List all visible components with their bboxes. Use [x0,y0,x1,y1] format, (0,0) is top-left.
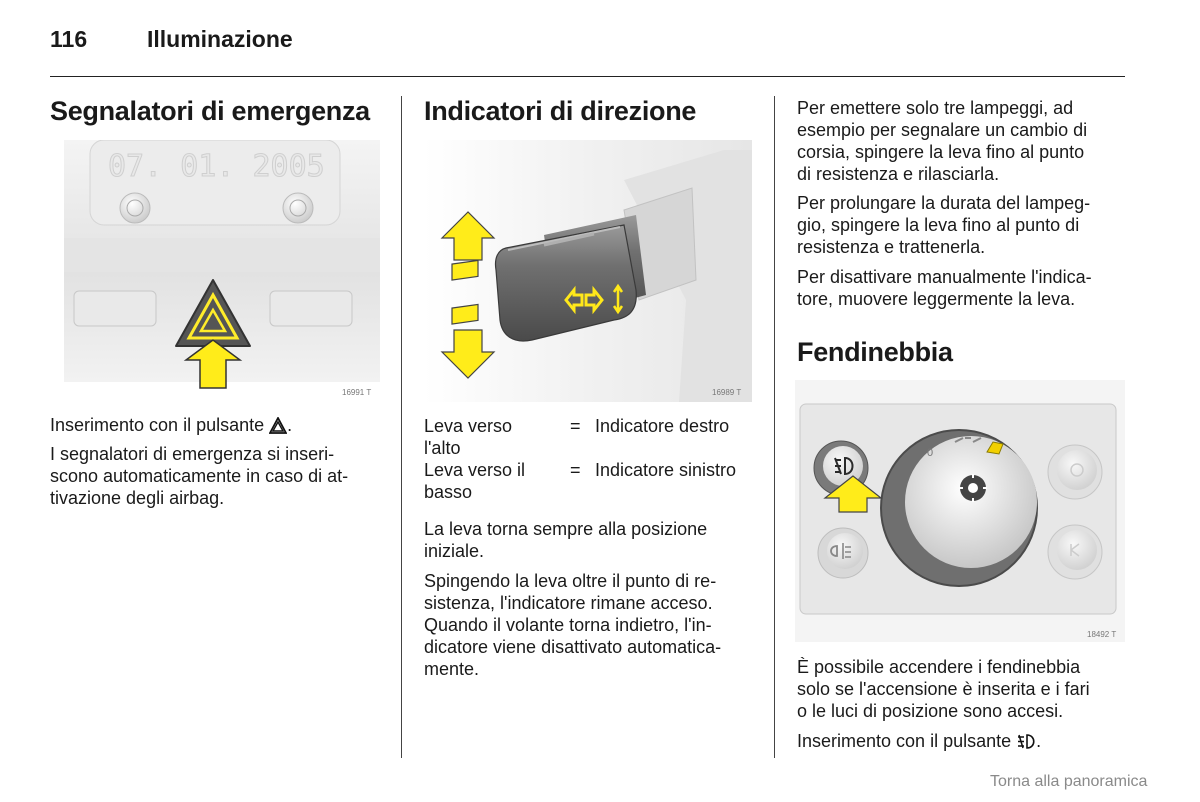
figure-code: 18492 T [1087,630,1117,639]
hazard-lights-heading: Segnalatori di emergenza [50,96,370,126]
turn-signals-heading: Indicatori di direzione [424,96,697,126]
figure-code: 16991 T [342,388,372,397]
left-indicator-label: Indicatore sinistro [595,460,737,480]
column-divider-2 [774,96,775,758]
hazard-icon [268,416,288,439]
lever-up-equals: = [570,416,581,436]
column-divider-1 [401,96,402,758]
display-date: 07. 01. 2005 [108,149,325,184]
fog-light-switch-figure: 0 18492 T [795,380,1125,642]
section-title: Illuminazione [147,26,293,52]
page-number: 116 [50,26,88,52]
hazard-button-figure: 07. 01. 2005 16991 T [50,140,382,402]
dial-position-zero: 0 [927,447,933,459]
fog-lights-heading: Fendinebbia [797,337,953,367]
figure-code: 16989 T [712,388,742,397]
lever-resistance-text: Spingendo la leva oltre il punto di re- … [424,571,722,679]
back-to-overview-link[interactable]: Torna alla panoramica [990,773,1148,790]
prolong-flash-text: Per prolungare la durata del lampeg- gio… [797,193,1091,257]
three-flash-text: Per emettere solo tre lampeggi, ad esemp… [797,98,1088,184]
fog-light-conditions-text: È possibile accendere i fendinebbia solo… [797,657,1090,721]
hazard-airbag-text: I segnalatori di emergenza si inseri- sc… [50,444,349,508]
turn-signal-lever-figure: 16989 T [424,140,752,402]
manual-off-text: Per disattivare manualmente l'indica- to… [797,267,1092,309]
lever-down-equals: = [570,460,581,480]
fog-light-icon [1016,733,1036,755]
header-rule [50,76,1125,77]
right-indicator-label: Indicatore destro [595,416,730,436]
fog-light-instruction: Inserimento con il pulsante . [797,730,1127,755]
lever-return-text: La leva torna sempre alla posizione iniz… [424,519,708,561]
hazard-instruction: Inserimento con il pulsante . [50,414,390,439]
